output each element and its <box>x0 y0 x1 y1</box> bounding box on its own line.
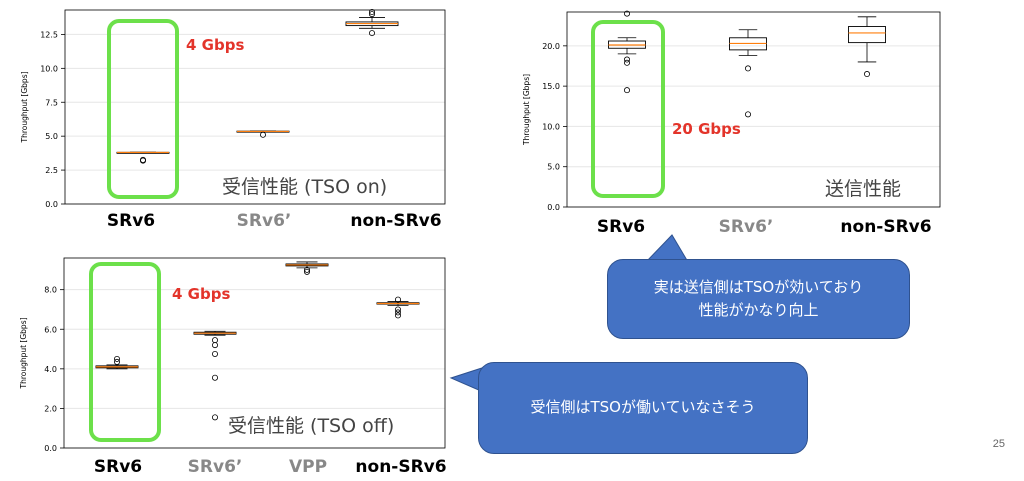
outlier-point <box>114 358 121 365</box>
outlier-point <box>303 266 310 273</box>
callout-rx-tso: 受信側はTSOが働いていなさそう <box>478 362 808 454</box>
outlier-point <box>211 337 218 344</box>
outlier-point <box>394 306 401 313</box>
panel-label: 受信性能 (TSO on) <box>222 176 388 198</box>
category-label: non-SRv6 <box>355 457 447 477</box>
y-tick-label: 5.0 <box>547 163 560 172</box>
outlier-point <box>211 374 218 381</box>
outlier-point <box>211 350 218 357</box>
callout-line: 実は送信側はTSOが効いており <box>653 277 864 296</box>
panel-label: 送信性能 <box>825 178 902 200</box>
category-label: SRv6’ <box>718 217 774 237</box>
outlier-point <box>211 414 218 421</box>
highlight-label: 20 Gbps <box>672 120 741 138</box>
y-tick-label: 10.0 <box>40 64 58 73</box>
outlier-point <box>211 342 218 349</box>
y-axis-label: Throughput [Gbps] <box>522 74 531 146</box>
outlier-point <box>394 296 401 303</box>
y-tick-label: 0.0 <box>44 444 57 453</box>
callout-line: 性能がかなり向上 <box>698 301 819 319</box>
y-tick-label: 0.0 <box>547 203 560 212</box>
outlier-point <box>394 312 401 319</box>
page-number: 25 <box>992 438 1005 450</box>
box <box>848 26 886 44</box>
plot-frame <box>64 9 446 205</box>
outlier-point <box>303 268 310 275</box>
y-axis-label: Throughput [Gbps] <box>20 71 29 143</box>
outlier-point <box>139 156 146 163</box>
category-label: SRv6’ <box>187 457 243 477</box>
outlier-point <box>624 87 631 94</box>
outlier-point <box>368 30 375 37</box>
outlier-point <box>624 56 631 63</box>
outlier-point <box>863 71 870 78</box>
plot-frame <box>566 11 941 208</box>
outlier-point <box>744 65 751 72</box>
category-label: non-SRv6 <box>350 211 442 231</box>
category-label: SRv6’ <box>236 211 292 231</box>
category-label: VPP <box>288 457 328 477</box>
category-label: SRv6 <box>106 211 156 231</box>
category-label: SRv6 <box>93 457 143 477</box>
outlier-point <box>114 355 121 362</box>
outlier-point <box>624 10 631 17</box>
y-tick-label: 20.0 <box>542 42 560 51</box>
outlier-point <box>624 59 631 66</box>
highlight-label: 4 Gbps <box>172 285 231 303</box>
y-tick-label: 4.0 <box>44 365 57 374</box>
y-tick-label: 15.0 <box>542 82 560 91</box>
y-tick-label: 0.0 <box>45 200 58 209</box>
callout-tail <box>645 234 689 263</box>
y-tick-label: 5.0 <box>45 132 58 141</box>
srv6-highlight-box <box>591 20 665 198</box>
outlier-point <box>744 111 751 118</box>
y-tick-label: 12.5 <box>40 30 58 39</box>
y-tick-label: 10.0 <box>542 122 560 131</box>
y-tick-label: 7.5 <box>45 98 58 107</box>
plot-frame <box>63 257 446 449</box>
category-label: SRv6 <box>596 217 646 237</box>
y-tick-label: 8.0 <box>44 286 57 295</box>
y-axis-label: Throughput [Gbps] <box>19 317 28 389</box>
srv6-highlight-box <box>107 19 179 199</box>
category-label: non-SRv6 <box>840 217 932 237</box>
srv6-highlight-box <box>89 262 161 442</box>
outlier-point <box>259 131 266 138</box>
outlier-point <box>368 11 375 18</box>
callout-tx-tso: 実は送信側はTSOが効いており 性能がかなり向上 <box>607 259 910 339</box>
y-tick-label: 6.0 <box>44 325 57 334</box>
y-tick-label: 2.0 <box>44 404 57 413</box>
highlight-label: 4 Gbps <box>186 36 245 54</box>
panel-label: 受信性能 (TSO off) <box>228 415 395 437</box>
outlier-point <box>368 9 375 16</box>
y-tick-label: 2.5 <box>45 166 58 175</box>
outlier-point <box>394 309 401 316</box>
callout-line: 受信側はTSOが働いていなさそう <box>530 398 756 417</box>
